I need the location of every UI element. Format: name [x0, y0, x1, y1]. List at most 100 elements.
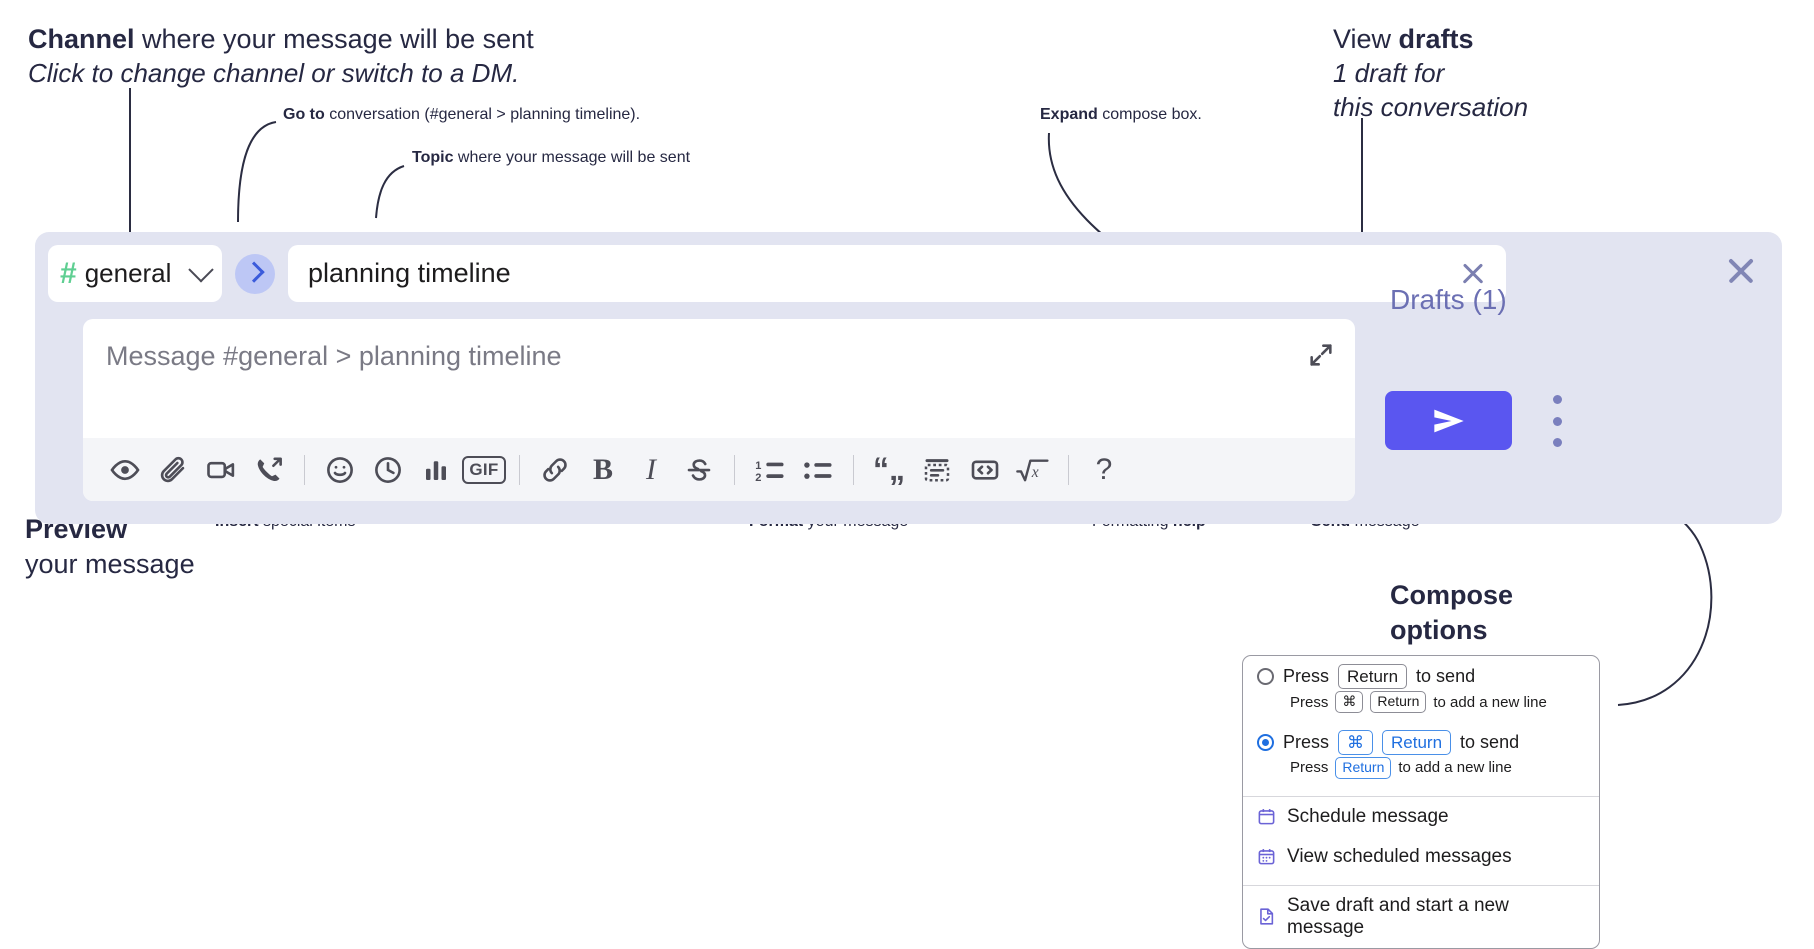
radio-return-to-send[interactable]	[1257, 668, 1274, 686]
compose-options-menu: Press Return to send Press ⌘ Return to a…	[1242, 655, 1600, 949]
annotation-drafts: View drafts 1 draft for this conversatio…	[1333, 22, 1528, 125]
video-camera-icon[interactable]	[197, 446, 245, 494]
menu-item-label: Schedule message	[1287, 805, 1449, 827]
send-option-sub-press: Press	[1290, 693, 1329, 711]
gif-label: GIF	[462, 455, 506, 484]
code-inline-icon[interactable]	[961, 446, 1009, 494]
close-icon[interactable]	[1724, 254, 1758, 288]
send-option-row[interactable]: Press ⌘ Return to send	[1243, 722, 1599, 757]
audio-call-icon[interactable]	[245, 446, 293, 494]
poll-bars-icon[interactable]	[412, 446, 460, 494]
annotation-topic-rest: where your message will be sent	[453, 149, 691, 166]
toolbar-divider	[734, 454, 735, 485]
menu-item-label: Save draft and start a new message	[1287, 894, 1509, 938]
annotation-drafts-italic2: this conversation	[1333, 91, 1529, 122]
kebab-dot	[1552, 438, 1562, 447]
key-return: Return	[1382, 729, 1452, 755]
annotation-channel-rest: where your message will be sent	[134, 24, 534, 54]
annotation-goto-rest: conversation (#general > planning timeli…	[324, 106, 641, 123]
radio-command-return-to-send[interactable]	[1257, 733, 1274, 751]
key-return: Return	[1335, 757, 1392, 779]
send-option-press: Press	[1283, 666, 1330, 687]
annotation-preview-rest: your message	[25, 549, 195, 580]
save-draft-icon	[1257, 907, 1276, 926]
key-return: Return	[1338, 664, 1408, 690]
link-icon[interactable]	[531, 446, 579, 494]
channel-name-label: general	[84, 258, 172, 288]
menu-item-label: View scheduled messages	[1287, 845, 1512, 867]
bold-icon[interactable]: B	[592, 452, 613, 486]
send-option-press: Press	[1283, 731, 1330, 752]
emoji-icon[interactable]	[316, 446, 364, 494]
menu-item-view-scheduled-messages[interactable]: View scheduled messages	[1243, 837, 1599, 877]
annotation-channel-italic: Click to change channel or switch to a D…	[28, 58, 520, 89]
menu-divider	[1243, 795, 1599, 797]
key-command: ⌘	[1335, 691, 1364, 713]
send-option-sub-press: Press	[1290, 759, 1329, 777]
annotation-channel-bold: Channel	[28, 24, 135, 54]
code-block-icon[interactable]	[913, 446, 961, 494]
toolbar-divider	[853, 454, 854, 485]
hash-icon: #	[60, 256, 77, 290]
annotation-expand-bold: Expand	[1040, 106, 1098, 123]
annotation-drafts-normal: View	[1333, 24, 1399, 54]
drafts-link[interactable]: Drafts (1)	[1390, 284, 1507, 315]
channel-row: # general planning timeline	[48, 245, 1506, 302]
menu-divider	[1243, 884, 1599, 886]
bulleted-list-icon[interactable]	[794, 446, 842, 494]
key-command: ⌘	[1338, 729, 1374, 755]
send-option-sub: Press Return to add a new line	[1243, 757, 1599, 788]
send-button[interactable]	[1385, 391, 1512, 450]
send-option-sub: Press ⌘ Return to add a new line	[1243, 691, 1599, 722]
send-option-suffix: to send	[1416, 666, 1476, 687]
key-return: Return	[1370, 691, 1427, 713]
attach-paperclip-icon[interactable]	[149, 446, 197, 494]
toolbar-divider	[519, 454, 520, 485]
annotation-compose-bold1: Compose	[1390, 580, 1514, 610]
italic-icon[interactable]: I	[646, 452, 656, 486]
compose-options-button[interactable]	[1552, 395, 1562, 447]
formatting-help-icon[interactable]: ?	[1095, 452, 1113, 486]
goto-conversation-button[interactable]	[235, 253, 275, 294]
message-compose-card: Message #general > planning timeline	[83, 319, 1355, 501]
annotation-topic: Topic where your message will be sent	[412, 148, 690, 169]
topic-input[interactable]: planning timeline	[288, 245, 1506, 302]
expand-compose-icon[interactable]	[1307, 341, 1335, 369]
gif-icon[interactable]: GIF	[460, 446, 508, 494]
svg-text:1: 1	[755, 459, 761, 471]
channel-select-button[interactable]: # general	[48, 245, 222, 302]
menu-item-save-draft[interactable]: Save draft and start a new message	[1243, 886, 1599, 948]
send-option-suffix: to send	[1460, 731, 1520, 752]
send-option-sub-suffix: to add a new line	[1433, 693, 1547, 711]
blockquote-icon[interactable]: “„	[873, 451, 905, 487]
kebab-dot	[1552, 395, 1562, 404]
annotation-expand-rest: compose box.	[1097, 106, 1202, 123]
annotation-drafts-italic1: 1 draft for	[1333, 58, 1445, 89]
message-input[interactable]: Message #general > planning timeline	[106, 341, 562, 371]
annotation-channel: Channel where your message will be sent …	[28, 22, 534, 91]
toolbar-divider	[304, 454, 305, 485]
chevron-right-icon	[242, 261, 265, 283]
clock-icon[interactable]	[364, 446, 412, 494]
math-icon[interactable]: x	[1009, 446, 1057, 494]
calendar-grid-icon	[1257, 847, 1276, 866]
svg-text:x: x	[1031, 464, 1039, 481]
annotation-goto-bold: Go to	[283, 106, 325, 123]
calendar-icon	[1257, 807, 1276, 826]
strikethrough-icon[interactable]	[675, 446, 723, 494]
preview-eye-icon[interactable]	[101, 446, 149, 494]
send-option-sub-suffix: to add a new line	[1398, 759, 1512, 777]
toolbar-divider	[1068, 454, 1069, 485]
compose-panel: # general planning timeline Message #gen…	[35, 232, 1782, 524]
send-option-row[interactable]: Press Return to send	[1243, 656, 1599, 691]
annotation-drafts-bold: drafts	[1398, 24, 1474, 54]
chevron-down-icon	[188, 256, 214, 282]
annotation-compose-bold2: options	[1390, 615, 1488, 646]
topic-value: planning timeline	[308, 258, 511, 288]
kebab-dot	[1552, 416, 1562, 426]
menu-item-schedule-message[interactable]: Schedule message	[1243, 797, 1599, 837]
annotation-expand: Expand compose box.	[1040, 105, 1202, 126]
annotation-goto: Go to conversation (#general > planning …	[283, 105, 640, 126]
